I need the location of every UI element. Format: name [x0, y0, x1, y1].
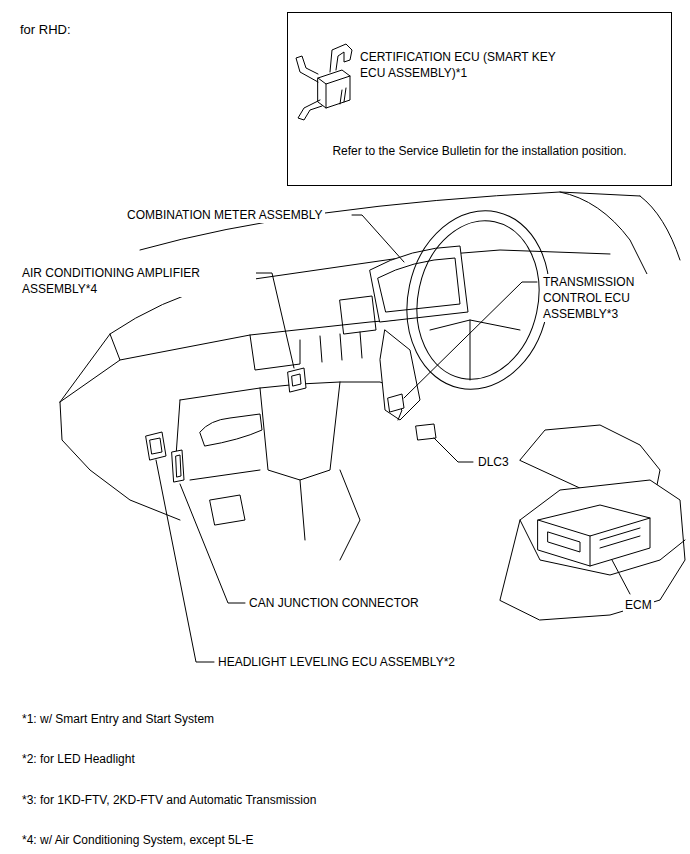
part-label: AIR CONDITIONING AMPLIFIER ASSEMBLY*4	[20, 265, 256, 297]
part-label: CAN JUNCTION CONNECTOR	[247, 595, 421, 611]
part-label: ECM	[623, 597, 654, 613]
footnote: *4: w/ Air Conditioning System, except 5…	[20, 832, 255, 848]
footnote: *3: for 1KD-FTV, 2KD-FTV and Automatic T…	[20, 792, 318, 808]
part-name: CERTIFICATION ECU (SMART KEY ECU ASSEMBL…	[360, 49, 570, 81]
part-label: COMBINATION METER ASSEMBLY	[125, 207, 325, 223]
footnote: *1: w/ Smart Entry and Start System	[20, 711, 216, 727]
part-label: HEADLIGHT LEVELING ECU ASSEMBLY*2	[216, 654, 457, 670]
footnote: *2: for LED Headlight	[20, 751, 137, 767]
part-label: TRANSMISSION CONTROL ECU ASSEMBLY*3	[541, 274, 673, 322]
part-label: DLC3	[476, 454, 511, 470]
note-text: Refer to the Service Bulletin for the in…	[294, 143, 665, 159]
info-box: CERTIFICATION ECU (SMART KEY ECU ASSEMBL…	[287, 12, 672, 186]
ecu-icon	[296, 44, 352, 120]
page-title: for RHD:	[20, 22, 71, 38]
